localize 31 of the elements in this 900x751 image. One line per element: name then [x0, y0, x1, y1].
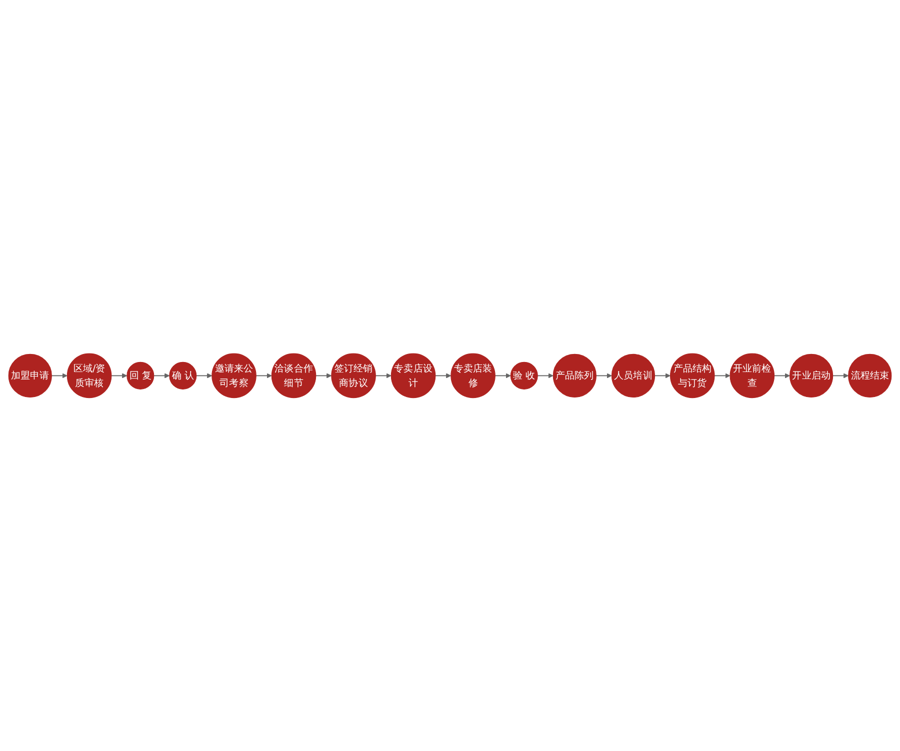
arrow	[51, 372, 68, 378]
node-circle: 专卖店设计	[390, 353, 436, 398]
arrow	[256, 372, 272, 378]
node-circle: 确 认	[169, 362, 197, 390]
arrow	[315, 372, 332, 378]
node-circle: 验 收	[510, 362, 538, 390]
node-circle: 流程结束	[848, 354, 892, 398]
node-circle: 专卖店装修	[450, 353, 496, 398]
node-circle: 开业前检查	[730, 353, 775, 398]
arrow	[654, 372, 671, 378]
arrow	[774, 372, 790, 378]
node-circle: 签订经销商协议	[331, 353, 376, 398]
node-circle: 回 复	[126, 362, 154, 390]
arrow	[596, 372, 612, 378]
node-circle: 人员培训	[611, 354, 656, 398]
arrow	[153, 372, 170, 378]
node-circle: 产品陈列	[552, 354, 596, 398]
arrow	[110, 372, 128, 378]
node-circle: 产品结构与订货	[670, 353, 715, 398]
arrow	[494, 372, 511, 378]
node-circle: 洽谈合作细节	[271, 353, 316, 398]
arrow	[832, 372, 849, 378]
arrow	[537, 372, 554, 378]
arrow	[434, 372, 452, 378]
node-circle: 开业启动	[790, 354, 834, 398]
arrow	[375, 372, 392, 378]
node-circle: 加盟申请	[8, 354, 52, 398]
arrow	[196, 372, 212, 378]
arrow	[714, 372, 730, 378]
node-circle: 邀请来公司考察	[212, 353, 256, 398]
node-circle: 区域/资质审核	[66, 353, 112, 398]
